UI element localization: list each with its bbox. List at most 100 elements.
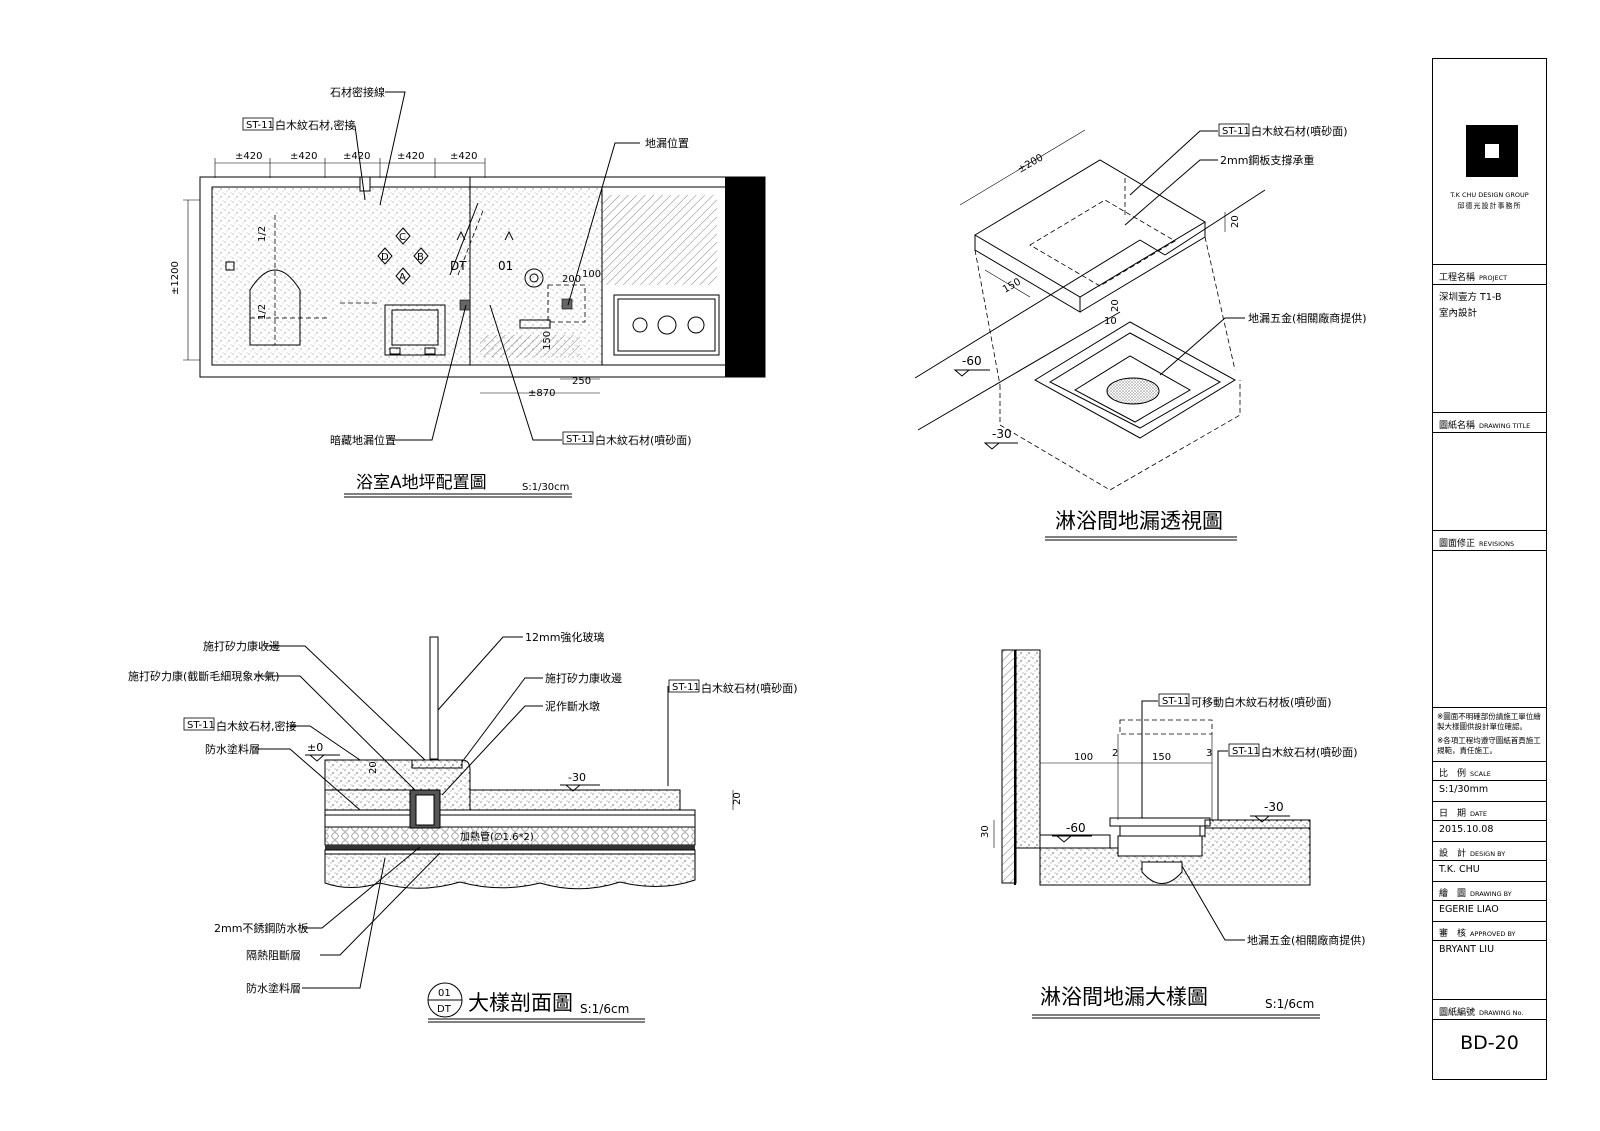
- drawing-number-label-en: DRAWING No.: [1479, 1009, 1524, 1017]
- project-value-1: 深圳壹方 T1-B: [1439, 292, 1502, 303]
- section-scale: S:1/6cm: [580, 1002, 629, 1016]
- scale-label: 比 例: [1439, 769, 1467, 779]
- detail-label-movable: 可移動白木紋石材板(噴砂面): [1191, 695, 1332, 709]
- persp-level-30: -30: [992, 427, 1012, 441]
- detail-title: 淋浴間地漏大樣圖: [1040, 985, 1208, 1009]
- section-label-mortar-curb: 泥作斷水墩: [545, 699, 600, 713]
- plan-marker-dt: DT: [450, 259, 467, 273]
- detail-label-st11: 白木紋石材(噴砂面): [1261, 745, 1358, 759]
- shower-drain-perspective: ±200 150 20 20 10 -60 -30 ST-11 白木紋石材(噴砂…: [914, 123, 1367, 541]
- drawing-by-label: 繪 圖: [1439, 889, 1467, 899]
- large-detail-section: ±0 -30 20 20 加熱管(∅1.6*2) 施打矽力康收邊 施打矽力康(截…: [128, 630, 798, 1023]
- section-tag-st11-b: ST-11: [672, 682, 700, 693]
- plan-compass: C D B A: [377, 227, 429, 285]
- detail-level-60: -60: [1066, 821, 1086, 835]
- design-label: 設 計: [1439, 849, 1467, 859]
- section-label-insulation: 隔熱阻斷層: [246, 949, 301, 962]
- persp-label-st11: 白木紋石材(噴砂面): [1251, 124, 1348, 138]
- persp-dim-20-b: 20: [1110, 299, 1121, 312]
- section-label-silicone-edge-l: 施打矽力康收邊: [203, 639, 280, 653]
- plan-dim-half-2: 1/2: [257, 304, 268, 320]
- plan-scale: S:1/30cm: [522, 482, 569, 493]
- plan-label-hidden-drain: 暗藏地漏位置: [330, 433, 396, 447]
- persp-title: 淋浴間地漏透視圖: [1055, 509, 1223, 533]
- plan-dim-100: 100: [582, 269, 601, 280]
- detail-level-30: -30: [1264, 800, 1284, 814]
- date-label-en: DATE: [1470, 810, 1487, 818]
- plan-label-st11-tight: 白木紋石材,密接: [275, 118, 356, 132]
- plan-tag-st11-a: ST-11: [246, 120, 274, 131]
- detail-dim-30: 30: [980, 825, 991, 838]
- persp-dim-20-a: 20: [1230, 215, 1241, 228]
- drawing-number-label: 圖紙編號: [1439, 1008, 1476, 1018]
- notes-section: ※圖面不明確部份請施工單位繪製大樣圖供設計單位確認。 ※各項工程均遵守圖紙首頁施…: [1433, 707, 1546, 761]
- section-label-heating: 加熱管(∅1.6*2): [460, 830, 534, 843]
- persp-dim-10: 10: [1104, 316, 1117, 327]
- persp-dim-150: 150: [1001, 277, 1023, 296]
- persp-dim-200: ±200: [1016, 152, 1045, 175]
- detail-tag-st11-a: ST-11: [1162, 696, 1190, 707]
- section-tag-st11-a: ST-11: [187, 720, 215, 731]
- compass-a: A: [399, 272, 406, 283]
- detail-label-hardware: 地漏五金(相關廠商提供): [1247, 933, 1366, 947]
- revisions-label-en: REVISIONS: [1479, 540, 1515, 548]
- persp-level-60: -60: [962, 354, 982, 368]
- compass-b: B: [417, 252, 424, 263]
- approved-value: BRYANT LIU: [1439, 944, 1495, 955]
- scale-value: S:1/30mm: [1439, 784, 1489, 795]
- section-label-silicone-capillary: 施打矽力康(截斷毛細現象水氣): [128, 669, 280, 683]
- section-label-glass: 12mm強化玻璃: [525, 630, 604, 644]
- company-name-en: T.K CHU DESIGN GROUP: [1450, 191, 1529, 199]
- compass-c: C: [399, 232, 406, 243]
- project-label-en: PROJECT: [1479, 274, 1508, 282]
- drawing-number-value: BD-20: [1460, 1032, 1519, 1054]
- approved-label-en: APPROVED BY: [1470, 930, 1516, 938]
- detail-tag-st11-b: ST-11: [1232, 746, 1260, 757]
- plan-dim-870: ±870: [528, 388, 555, 399]
- plan-dim-250: 250: [572, 376, 591, 387]
- plan-dim-top-4: ±420: [397, 151, 424, 162]
- project-label: 工程名稱: [1439, 273, 1476, 283]
- plan-tag-st11-b: ST-11: [566, 434, 594, 445]
- plan-dim-top-3: ±420: [343, 151, 370, 162]
- plan-dim-top-1: ±420: [235, 151, 262, 162]
- plan-dim-top-5: ±420: [450, 151, 477, 162]
- section-label-st11-tight: 白木紋石材,密接: [216, 719, 297, 733]
- compass-d: D: [381, 252, 389, 263]
- plan-dim-left: ±1200: [170, 261, 181, 295]
- section-label-waterproof-bot: 防水塗料層: [246, 981, 301, 995]
- plan-label-st11-sand: 白木紋石材(噴砂面): [595, 433, 692, 447]
- section-bubble-top: 01: [438, 988, 451, 999]
- plan-label-stone-joint: 石材密接線: [330, 85, 385, 99]
- drawing-title-label-en: DRAWING TITLE: [1479, 422, 1531, 430]
- section-title: 大樣剖面圖: [468, 991, 573, 1015]
- plan-dim-150: 150: [542, 331, 553, 350]
- detail-dim-3: 3: [1206, 748, 1212, 759]
- section-label-steel: 2mm不銹鋼防水板: [214, 921, 308, 935]
- design-label-en: DESIGN BY: [1470, 850, 1506, 858]
- plan-dim-200: 200: [562, 274, 581, 285]
- shower-drain-detail: 100 2 150 3 30 -60 -30 ST-11 可移動白木紋石材板(噴…: [980, 649, 1366, 1019]
- company-logo: [1466, 125, 1518, 177]
- persp-label-hardware: 地漏五金(相關廠商提供): [1248, 311, 1367, 325]
- date-label: 日 期: [1439, 809, 1467, 819]
- detail-dim-100: 100: [1074, 752, 1093, 763]
- plan-dim-half-1: 1/2: [257, 226, 268, 242]
- section-dim-20-b: 20: [732, 792, 743, 805]
- plan-marker-01: 01: [498, 259, 513, 273]
- section-label-silicone-edge-r: 施打矽力康收邊: [545, 671, 622, 685]
- drawing-by-value: EGERIE LIAO: [1439, 904, 1499, 915]
- plan-title: 浴室A地坪配置圖: [356, 473, 487, 493]
- section-label-waterproof-top: 防水塗料層: [205, 742, 260, 756]
- plan-label-drain-pos: 地漏位置: [645, 136, 689, 150]
- bathroom-floor-plan: ±420 ±420 ±420 ±420 ±420 ±1200 1/2 1/2: [170, 85, 766, 498]
